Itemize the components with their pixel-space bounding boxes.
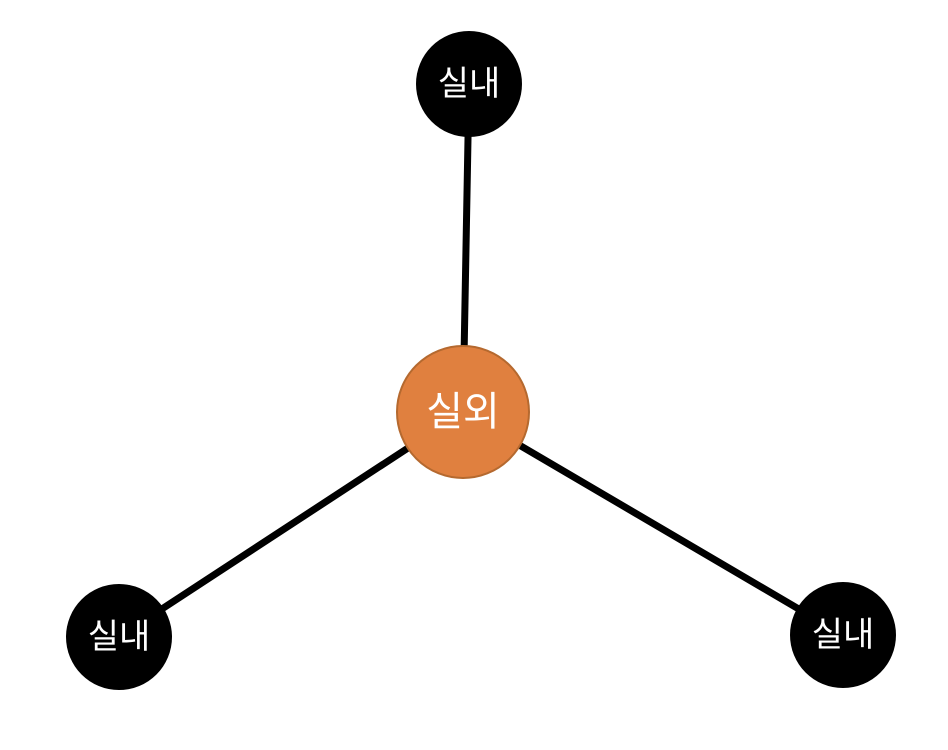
node-bottom-right: 실내 [790, 582, 896, 688]
node-center: 실외 [396, 345, 530, 479]
node-top-circle [416, 31, 522, 137]
node-bottom-right-label: 실내 [812, 615, 875, 655]
edge-center-to-bottom-right [459, 408, 847, 639]
node-bottom-right-circle [790, 582, 896, 688]
node-center-circle [396, 345, 530, 479]
node-top: 실내 [416, 31, 522, 137]
node-bottom-left-label: 실내 [88, 617, 151, 657]
node-top-label: 실내 [438, 64, 501, 104]
node-center-label: 실외 [426, 389, 500, 435]
node-bottom-left: 실내 [66, 584, 172, 690]
edge-center-to-bottom-left [115, 408, 467, 641]
node-bottom-left-circle [66, 584, 172, 690]
